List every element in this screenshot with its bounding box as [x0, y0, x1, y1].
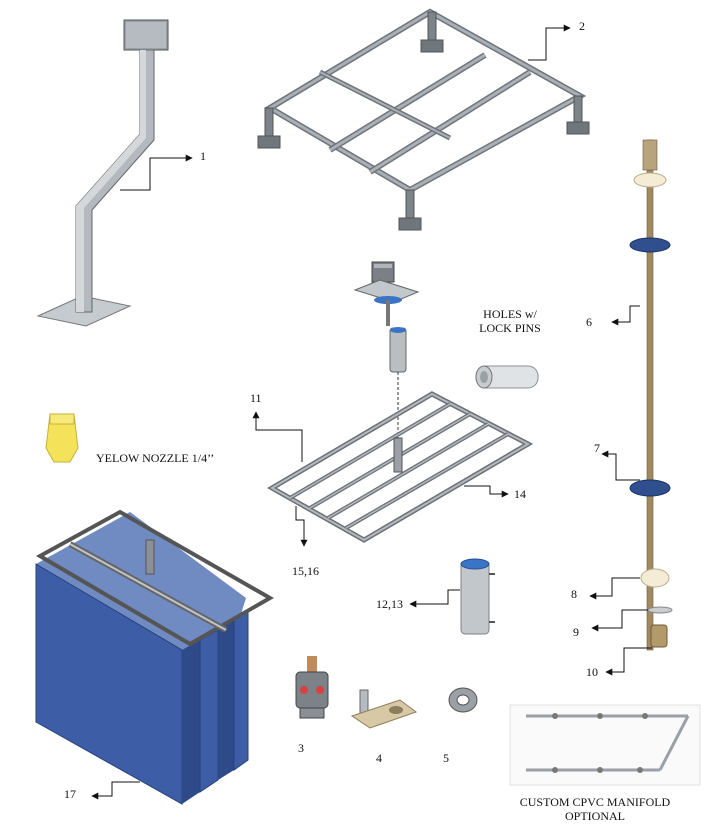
caption-yellow-nozzle: YELOW NOZZLE 1/4’’ [96, 451, 215, 465]
caption-holes-line1: HOLES w/ [483, 307, 537, 321]
part-1-stand-post [36, 19, 169, 327]
part-3-motor [295, 656, 329, 719]
callout-17: 17 [64, 787, 76, 801]
callout-14: 14 [514, 487, 526, 501]
caption-manifold-line1: CUSTOM CPVC MANIFOLD [519, 795, 671, 809]
part-2-frame [257, 8, 590, 231]
callout-4: 4 [376, 751, 382, 765]
leader-lines [91, 24, 652, 800]
yellow-nozzle [45, 413, 79, 463]
part-17-panel-assembly [35, 509, 275, 805]
part-5-nut [448, 687, 478, 713]
part-12-13-tube [460, 558, 495, 635]
callout-9: 9 [573, 625, 579, 639]
caption-cpvc-manifold: CUSTOM CPVC MANIFOLD OPTIONAL [500, 795, 690, 824]
callout-12-13: 12,13 [376, 597, 403, 611]
callout-1: 1 [200, 149, 206, 163]
callout-6: 6 [586, 315, 592, 329]
cpvc-manifold [509, 704, 701, 786]
parts-6-10-rod-assembly [629, 139, 673, 651]
lock-pin-tube [475, 365, 539, 389]
callout-15-16: 15,16 [292, 564, 319, 578]
hanger-motor-assembly [353, 261, 420, 440]
caption-holes-lock-pins: HOLES w/ LOCK PINS [470, 307, 550, 336]
part-11-rack-grid [266, 391, 534, 543]
caption-holes-line2: LOCK PINS [479, 320, 541, 335]
callout-3: 3 [298, 741, 304, 755]
part-4-bracket [350, 689, 418, 729]
callout-7: 7 [594, 441, 600, 455]
callout-10: 10 [586, 665, 598, 679]
callout-11: 11 [250, 391, 262, 405]
callout-2: 2 [579, 19, 585, 33]
caption-manifold-line2: OPTIONAL [565, 808, 625, 823]
callout-8: 8 [571, 587, 577, 601]
callout-5: 5 [443, 751, 449, 765]
